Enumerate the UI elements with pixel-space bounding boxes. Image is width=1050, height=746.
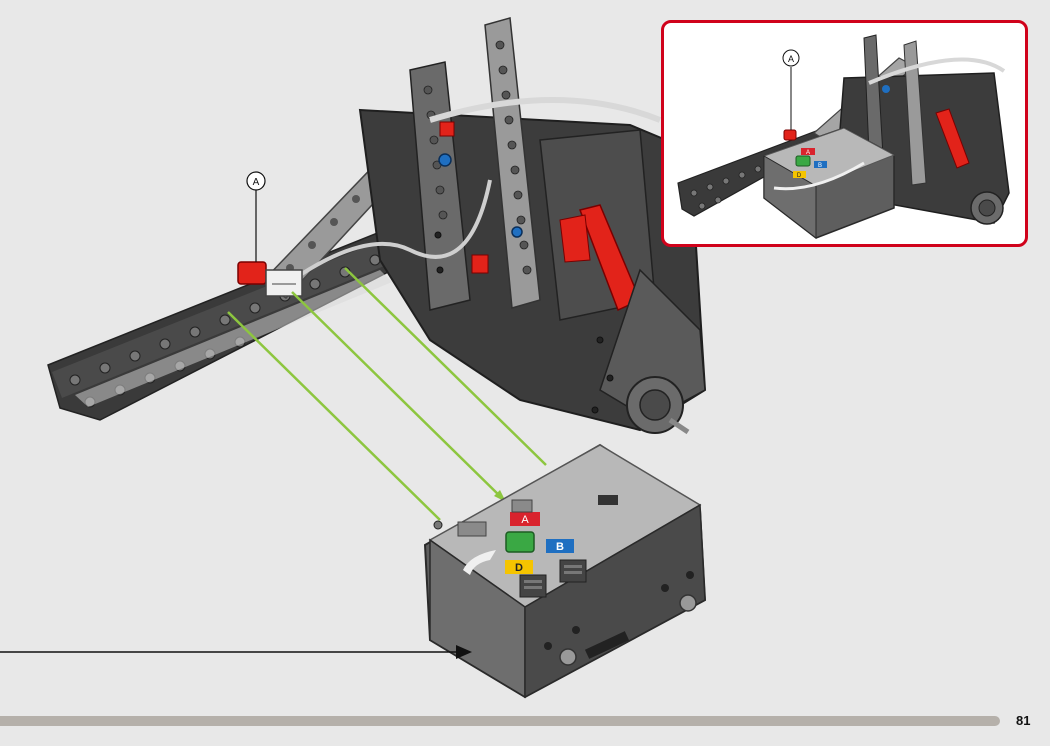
page-footer-bar — [0, 716, 1000, 726]
main-marker-a: A — [253, 177, 260, 188]
hub-port-a-label: A — [521, 514, 529, 526]
main-assembly — [358, 17, 707, 435]
marker-circle — [246, 171, 266, 191]
callout-hub-port-d: D — [797, 173, 802, 179]
hub-center-button — [505, 531, 535, 553]
callout-illustration: A A B D — [677, 34, 1010, 240]
callout-marker-a: A — [788, 54, 794, 64]
cable — [298, 179, 492, 277]
callout-hub-port-a: A — [806, 150, 810, 156]
hub-port-d-label: D — [515, 562, 523, 574]
placement-arrow — [0, 645, 472, 659]
guide-arrows — [227, 267, 547, 521]
programmable-hub — [423, 443, 707, 699]
red-connector — [237, 261, 303, 297]
hub-port-b-label: B — [556, 541, 564, 553]
long-dark-beam — [47, 217, 473, 421]
callout-hub-port-b: B — [818, 163, 822, 169]
page-number: 81 — [1016, 713, 1031, 728]
callout-box: A A B D — [661, 20, 1028, 247]
